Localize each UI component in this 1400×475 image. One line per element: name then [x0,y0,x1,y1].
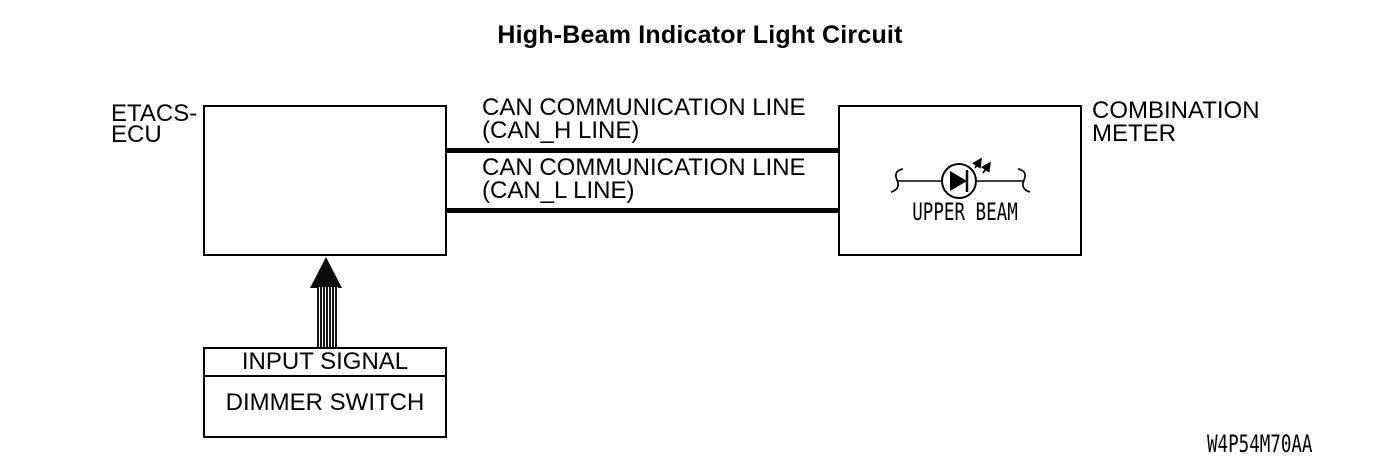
dimmer-switch-label: DIMMER SWITCH [225,388,425,416]
combination-meter-label: COMBINATION METER [1092,97,1260,147]
can-h-label: CAN COMMUNICATION LINE (CAN_H LINE) [482,94,806,144]
combination-meter-label-line1: COMBINATION [1092,97,1260,124]
etacs-ecu-box [203,105,447,256]
etacs-ecu-label-line2: ECU [111,121,162,148]
dimmer-switch-row: DIMMER SWITCH [205,377,445,436]
led-indicator-icon [890,157,1031,199]
can-l-label: CAN COMMUNICATION LINE (CAN_L LINE) [482,154,806,204]
input-signal-dimmer-box: INPUT SIGNAL DIMMER SWITCH [203,347,447,438]
combination-meter-label-line2: METER [1092,120,1176,147]
input-signal-row: INPUT SIGNAL [205,348,445,377]
input-signal-label: INPUT SIGNAL [241,348,409,375]
can-h-label-line1: CAN COMMUNICATION LINE [482,94,806,121]
can-l-label-line2: (CAN_L LINE) [482,177,635,204]
can-h-wire [445,148,840,153]
drawing-code: W4P54M70AA [1207,430,1313,458]
can-l-wire [445,208,840,213]
signal-arrow-icon [310,257,342,348]
can-h-label-line2: (CAN_H LINE) [482,117,640,144]
diagram-title: High-Beam Indicator Light Circuit [497,21,903,49]
etacs-ecu-label-line1: ETACS- [111,100,198,127]
upper-beam-label: UPPER BEAM [912,198,1018,226]
can-l-label-line1: CAN COMMUNICATION LINE [482,154,806,181]
combination-meter-box [838,105,1082,256]
